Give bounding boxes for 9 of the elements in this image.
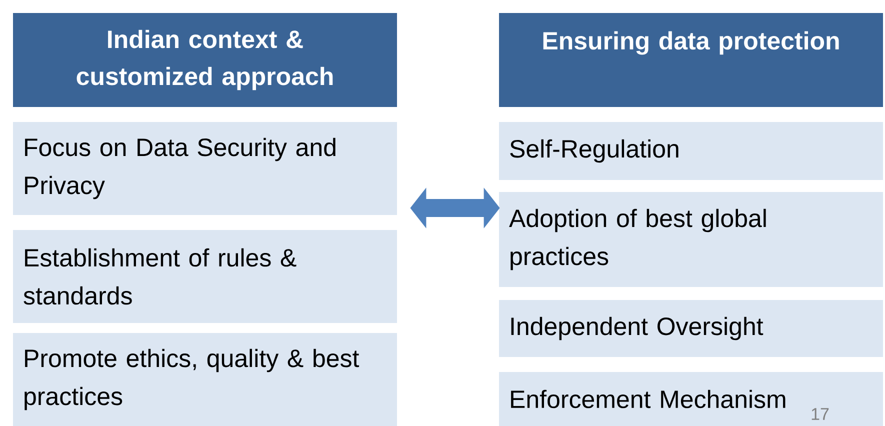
text-box: Focus on Data Security and Privacy	[13, 122, 397, 215]
page-number: 17	[812, 408, 829, 420]
text-box: Establishment of rules & standards	[13, 230, 397, 323]
header-box: Indian context & customized approach	[13, 13, 397, 107]
text-box: Adoption of best global practices	[499, 192, 883, 287]
header-box: Ensuring data protection	[499, 13, 883, 107]
text-box: Independent Oversight	[499, 300, 883, 357]
text-box: Self-Regulation	[499, 122, 883, 180]
text-box: Promote ethics, quality & best practices	[13, 333, 397, 426]
